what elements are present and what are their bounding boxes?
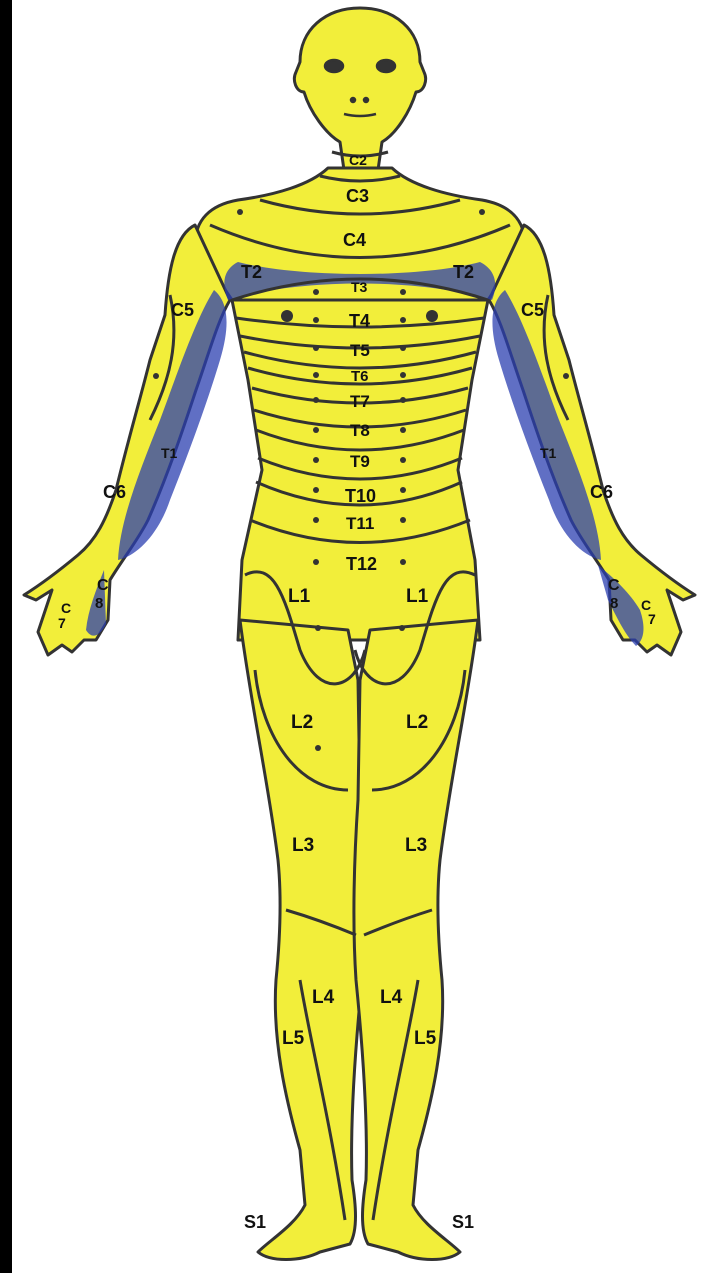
label-t2-right: T2 [453,262,474,282]
label-l3-right: L3 [405,835,427,856]
right-eye-icon [377,60,395,72]
left-nipple-icon [281,310,293,322]
label-l2-left: L2 [291,712,313,733]
label-t6: T6 [351,368,369,385]
label-c4: C4 [343,230,366,250]
label-t8: T8 [350,421,370,440]
label-c3: C3 [346,186,369,206]
right-nipple-icon [426,310,438,322]
label-c5-left: C5 [171,300,194,320]
label-t5: T5 [350,341,370,360]
label-l3-left: L3 [292,835,314,856]
label-l1-left: L1 [288,586,311,607]
label-c7-left-digit: 7 [58,615,66,631]
label-t7: T7 [350,392,370,411]
label-c5-right: C5 [521,300,544,320]
label-l1-right: L1 [406,586,429,607]
label-s1-left: S1 [244,1212,266,1232]
label-l2-right: L2 [406,712,428,733]
label-l5-left: L5 [282,1028,305,1049]
label-c7-right-digit: 7 [648,611,656,627]
label-c2: C2 [349,152,367,168]
label-t10: T10 [345,486,376,506]
label-c6-right: C6 [590,482,613,502]
label-c8-right: C [608,577,620,594]
left-eye-icon [325,60,343,72]
label-l4-left: L4 [312,987,335,1008]
label-t9: T9 [350,452,370,471]
label-l5-right: L5 [414,1028,437,1049]
label-s1-right: S1 [452,1212,474,1232]
label-c8-left-digit: 8 [95,595,103,612]
label-l4-right: L4 [380,987,403,1008]
label-t4: T4 [349,311,370,331]
label-t1-left: T1 [161,445,178,461]
label-c8-left: C [97,577,109,594]
label-c8-right-digit: 8 [610,595,618,612]
label-c7-left: C [61,600,71,616]
label-c6-left: C6 [103,482,126,502]
label-t3: T3 [351,279,368,295]
label-t2-left: T2 [241,262,262,282]
label-t11: T11 [346,514,374,533]
label-t12: T12 [346,554,377,574]
label-t1-right: T1 [540,445,557,461]
nose-icon [351,98,355,102]
